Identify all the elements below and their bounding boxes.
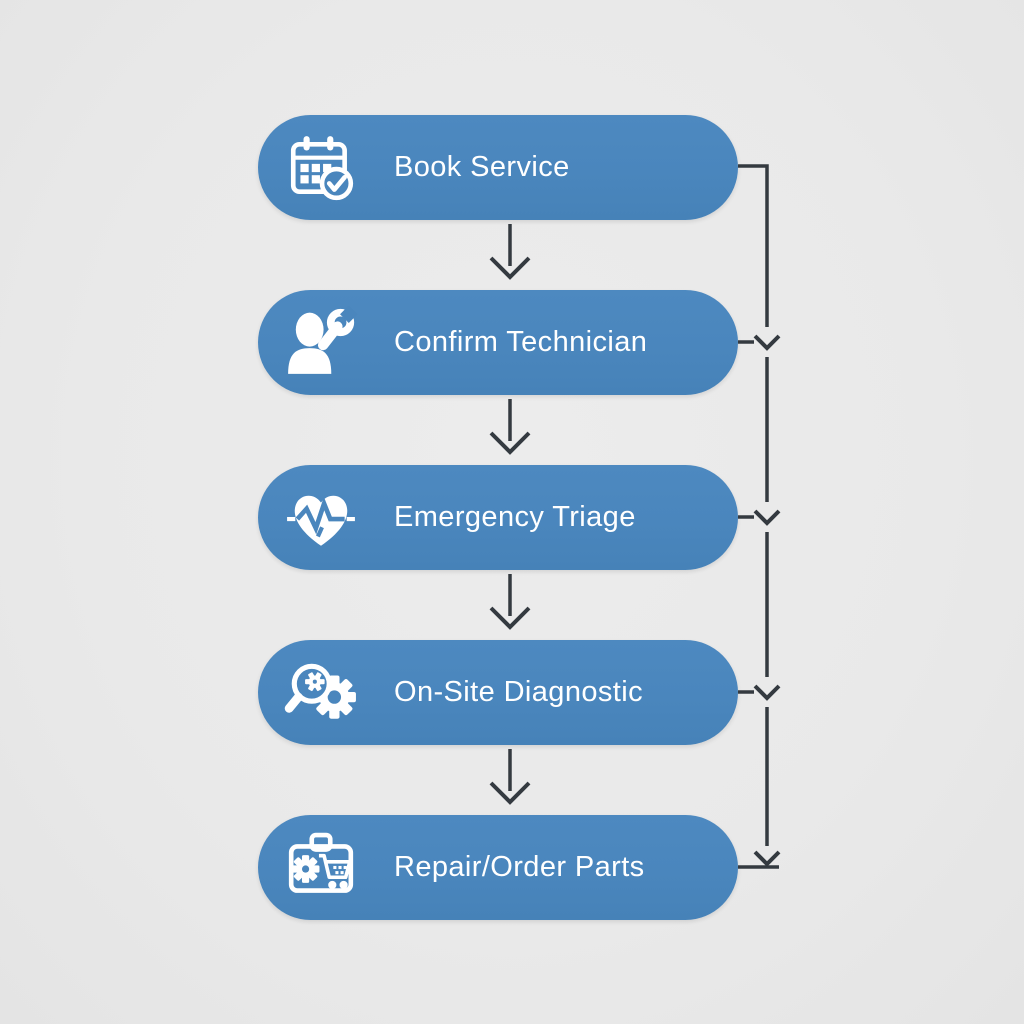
down-arrow-3 — [489, 574, 531, 630]
rail-chevron-4 — [753, 850, 781, 867]
right-rail — [738, 164, 781, 869]
rail-chevron-2 — [753, 509, 781, 526]
calendar-check-icon — [284, 131, 358, 205]
node-label: Emergency Triage — [394, 501, 636, 533]
node-book-service: Book Service — [258, 115, 738, 220]
magnifier-gear-icon — [284, 656, 358, 730]
node-label: Repair/Order Parts — [394, 851, 645, 883]
down-arrow-4 — [489, 749, 531, 805]
node-on-site-diagnostic: On-Site Diagnostic — [258, 640, 738, 745]
user-wrench-icon — [284, 305, 358, 380]
node-repair-order-parts: Repair/Order Parts — [258, 815, 738, 920]
rail-chevron-3 — [753, 684, 781, 701]
node-label: Book Service — [394, 151, 570, 183]
node-label: On-Site Diagnostic — [394, 676, 643, 708]
down-arrow-1 — [489, 224, 531, 280]
node-emergency-triage: Emergency Triage — [258, 465, 738, 570]
node-confirm-technician: Confirm Technician — [258, 290, 738, 395]
node-label: Confirm Technician — [394, 326, 648, 358]
toolbox-cart-icon — [284, 831, 358, 905]
rail-chevron-1 — [753, 334, 781, 351]
down-arrow-2 — [489, 399, 531, 455]
heart-pulse-icon — [284, 481, 358, 555]
